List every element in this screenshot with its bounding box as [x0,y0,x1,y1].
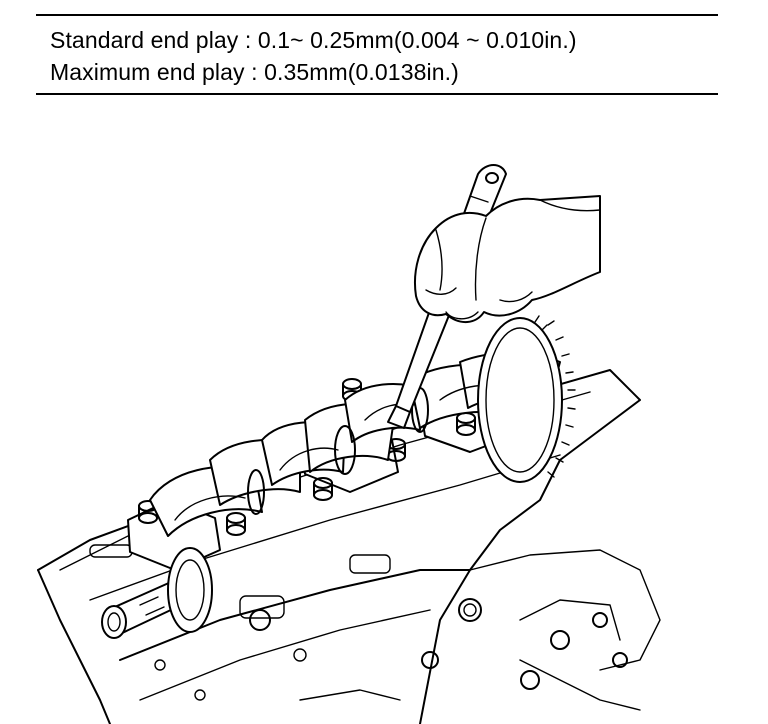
bottom-divider [36,93,718,95]
standard-end-play-text: Standard end play : 0.1~ 0.25mm(0.004 ~ … [50,27,577,53]
end-play-specification: Standard end play : 0.1~ 0.25mm(0.004 ~ … [50,24,710,88]
maximum-end-play-text: Maximum end play : 0.35mm(0.0138in.) [50,59,459,85]
hand-drawing [414,195,601,323]
crankshaft-end-play-measurement-illustration-icon [37,164,661,724]
top-divider [36,14,718,16]
crankshaft-gear-drawing [477,315,576,483]
crankshaft-end-play-illustration [0,100,768,724]
cylinder-block-drawing [37,369,661,724]
